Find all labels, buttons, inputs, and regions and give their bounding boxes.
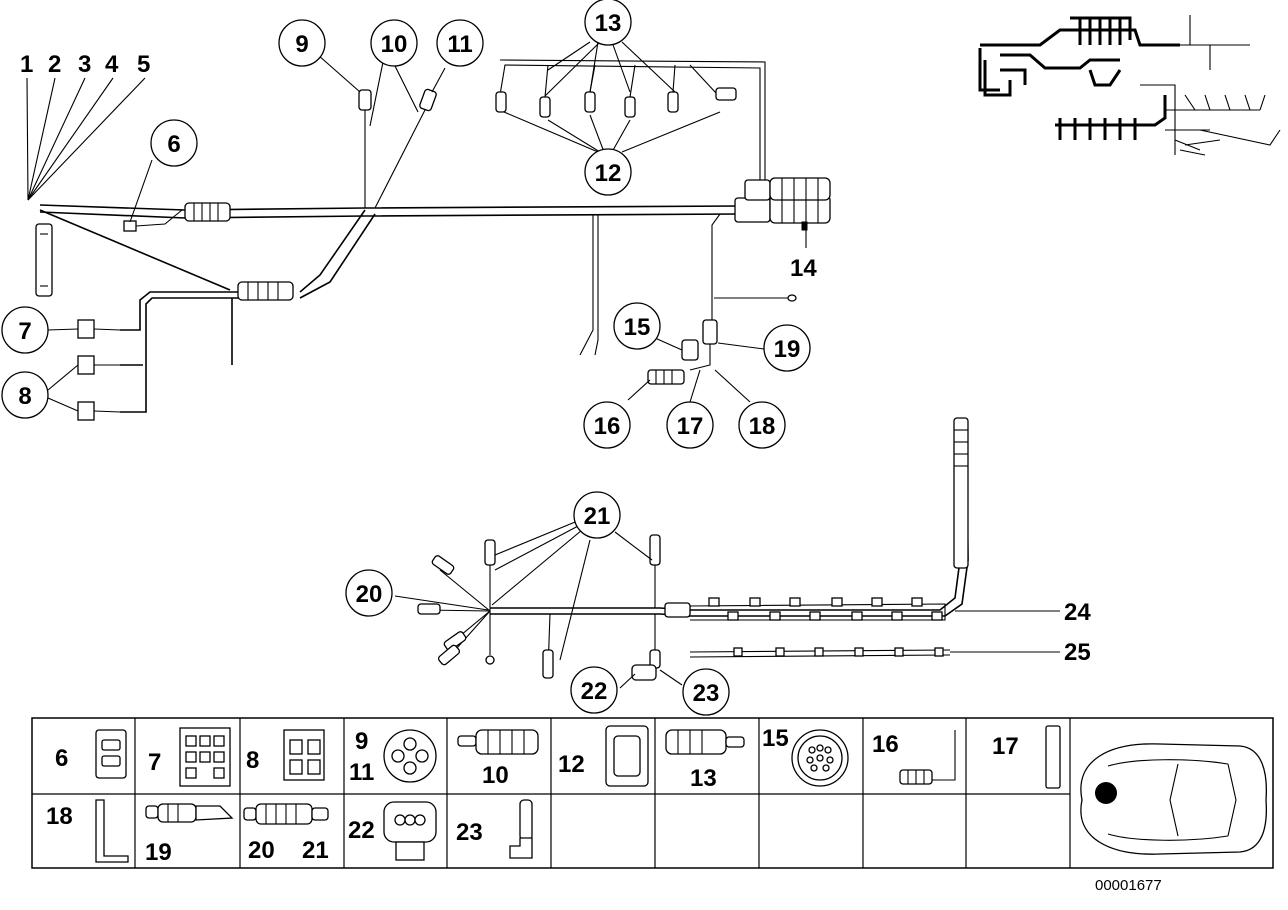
callout-5: 5 <box>137 51 150 78</box>
callout-3: 3 <box>78 51 91 78</box>
callout-23: 23 <box>693 680 720 707</box>
leader-lines-lower <box>394 519 1060 689</box>
callout-6: 6 <box>167 131 180 158</box>
callout-10: 10 <box>381 31 408 58</box>
legend-label-18: 18 <box>46 803 73 830</box>
callout-7: 7 <box>18 318 31 345</box>
injector-wiring-harness <box>417 417 969 681</box>
callout-21: 21 <box>584 503 611 530</box>
rail-24-connectors <box>708 597 943 621</box>
part-23-icon <box>509 799 533 859</box>
legend-label-10: 10 <box>482 762 509 789</box>
callout-1: 1 <box>20 51 33 78</box>
legend-label-21: 21 <box>302 837 329 864</box>
part-20-21-icon <box>243 803 329 825</box>
parts-legend-table: 6 7 8 9 11 10 12 13 15 16 17 18 19 20 21… <box>31 717 1274 869</box>
legend-label-20: 20 <box>248 837 275 864</box>
part-19-icon <box>145 803 234 823</box>
callout-19: 19 <box>774 336 801 363</box>
reference-number: 00001677 <box>1095 877 1162 894</box>
engine-wiring-harness <box>35 59 831 421</box>
injector-connector-row <box>495 64 737 118</box>
rail-25-connectors <box>733 647 944 657</box>
legend-label-12: 12 <box>558 751 585 778</box>
legend-label-9: 9 <box>355 728 368 755</box>
vehicle-location-icon <box>1080 743 1268 855</box>
callout-20: 20 <box>356 581 383 608</box>
callout-16: 16 <box>594 413 621 440</box>
part-9-11-icon <box>383 729 437 783</box>
callout-11: 11 <box>447 31 472 58</box>
corrugated-boot-lower <box>237 281 294 301</box>
callout-13: 13 <box>595 10 622 37</box>
part-17-icon <box>1045 725 1061 789</box>
legend-label-11: 11 <box>349 759 374 786</box>
part-6-icon <box>95 729 127 779</box>
part-22-icon <box>383 801 437 861</box>
part-8-icon <box>283 729 325 781</box>
callout-9: 9 <box>295 31 308 58</box>
callout-17: 17 <box>677 413 704 440</box>
legend-label-17: 17 <box>992 733 1019 760</box>
callout-2: 2 <box>48 51 61 78</box>
callout-18: 18 <box>749 413 776 440</box>
corrugated-boot-upper <box>184 202 231 222</box>
part-15-icon <box>791 729 849 787</box>
legend-label-8: 8 <box>246 747 259 774</box>
legend-label-22: 22 <box>348 817 375 844</box>
leader-lines-upper <box>26 41 807 412</box>
legend-label-19: 19 <box>145 839 172 866</box>
callout-25: 25 <box>1064 639 1091 666</box>
legend-label-6: 6 <box>55 745 68 772</box>
part-13-icon <box>665 729 745 755</box>
legend-label-16: 16 <box>872 731 899 758</box>
legend-label-23: 23 <box>456 819 483 846</box>
part-7-icon <box>179 727 231 787</box>
legend-label-13: 13 <box>690 765 717 792</box>
callout-8: 8 <box>18 383 31 410</box>
callout-labels: 1 2 3 4 5 14 24 25 6 7 8 9 10 11 13 12 1… <box>1 0 1091 716</box>
legend-label-7: 7 <box>148 749 161 776</box>
callout-22: 22 <box>581 678 608 705</box>
part-12-icon <box>605 725 649 787</box>
callout-14: 14 <box>790 255 817 282</box>
part-16-icon <box>899 730 956 785</box>
callout-12: 12 <box>595 160 622 187</box>
callout-15: 15 <box>624 314 651 341</box>
main-plug-connector <box>734 177 831 231</box>
callout-24: 24 <box>1064 599 1091 626</box>
harness-overview-thumbnail <box>978 15 1281 156</box>
part-10-icon <box>457 729 539 755</box>
legend-label-15: 15 <box>762 725 789 752</box>
callout-4: 4 <box>105 51 119 78</box>
part-18-icon <box>95 799 129 863</box>
